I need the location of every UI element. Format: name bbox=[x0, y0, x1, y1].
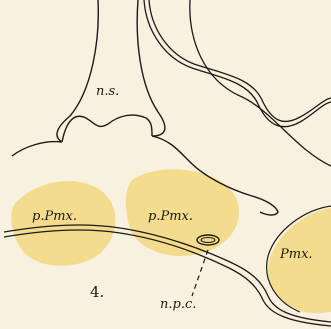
label-left-premaxilla: p.Pmx. bbox=[32, 210, 77, 223]
label-nasal-septum: n.s. bbox=[96, 85, 119, 98]
nasal-septum-outline bbox=[12, 0, 98, 156]
upper-right-contour-inner bbox=[149, 0, 331, 121]
label-middle-premaxilla: p.Pmx. bbox=[148, 210, 193, 223]
upper-right-contour-outer bbox=[144, 0, 331, 127]
label-nasopalatine-canal: n.p.c. bbox=[160, 298, 196, 311]
septum-right-outline bbox=[137, 0, 165, 136]
figure-number: 4. bbox=[90, 285, 104, 300]
label-premaxilla: Pmx. bbox=[280, 248, 313, 261]
septal-cartilage-top bbox=[62, 115, 152, 142]
right-lateral-curve bbox=[190, 0, 331, 166]
